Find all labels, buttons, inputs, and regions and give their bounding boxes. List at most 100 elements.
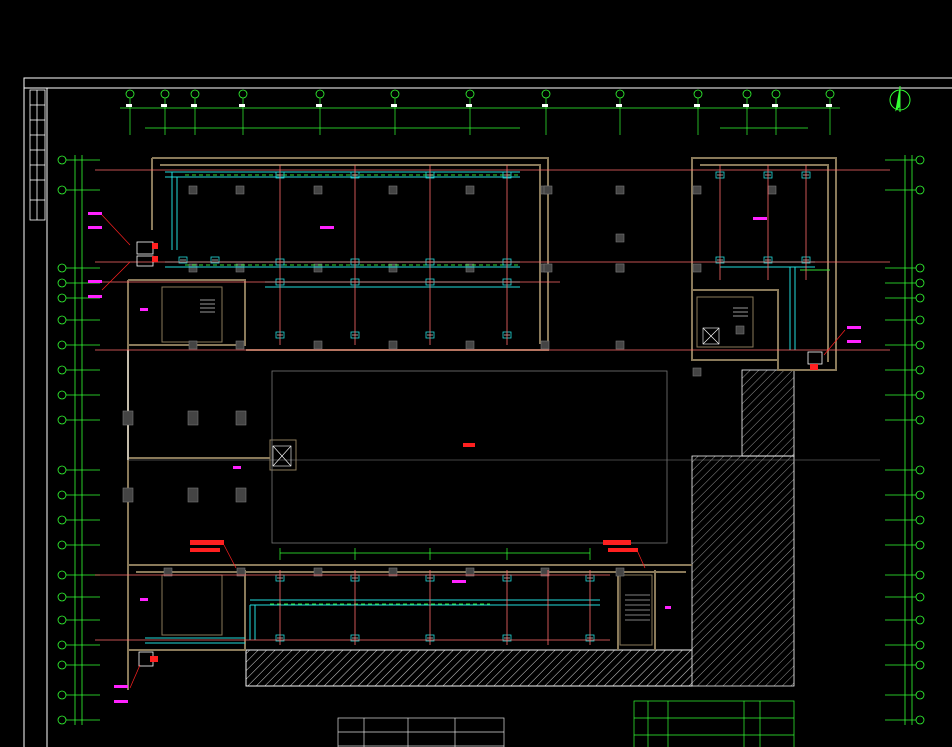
structural-columns <box>122 185 777 577</box>
grid-bubble-right <box>915 315 925 325</box>
grid-bubble-top <box>315 89 325 99</box>
dim-text-top <box>772 104 778 107</box>
column <box>465 263 475 273</box>
stair-icon <box>200 299 748 621</box>
column <box>388 185 398 195</box>
grid-bubble-left <box>57 640 67 650</box>
grid-bubble-right <box>915 263 925 273</box>
column <box>540 340 550 350</box>
grid-bubbles <box>57 89 925 725</box>
column <box>313 340 323 350</box>
grid-bubble-right <box>915 390 925 400</box>
grid-bubble-right <box>915 540 925 550</box>
pink-lines <box>95 165 890 645</box>
grid-bubble-right <box>915 185 925 195</box>
column <box>735 325 745 335</box>
grid-bubble-left <box>57 515 67 525</box>
grid-bubble-left <box>57 365 67 375</box>
grid-bubble-left <box>57 570 67 580</box>
grid-bubble-left <box>57 540 67 550</box>
column <box>236 567 246 577</box>
grid-bubble-left <box>57 690 67 700</box>
grid-bubble-left <box>57 293 67 303</box>
dim-text-top <box>542 104 548 107</box>
grid-bubble-top <box>825 89 835 99</box>
grid-bubble-left <box>57 155 67 165</box>
dim-text-top <box>826 104 832 107</box>
grid-bubble-left <box>57 185 67 195</box>
dim-text-top <box>316 104 322 107</box>
building-walls <box>127 157 837 690</box>
grid-bubble-top <box>390 89 400 99</box>
grid-bubble-top <box>190 89 200 99</box>
grid-bubble-top <box>238 89 248 99</box>
column <box>465 185 475 195</box>
column <box>122 487 134 503</box>
column <box>313 567 323 577</box>
grid-bubble-right <box>915 690 925 700</box>
column <box>692 263 702 273</box>
grid-bubble-right <box>915 340 925 350</box>
open-area <box>271 370 668 544</box>
column <box>615 233 625 243</box>
dimension-lines <box>66 98 916 725</box>
north-arrow-icon <box>889 86 911 112</box>
grid-bubble-right <box>915 155 925 165</box>
column <box>313 185 323 195</box>
column <box>187 410 199 426</box>
grid-bubble-left <box>57 490 67 500</box>
dim-text-top <box>239 104 245 107</box>
magenta-tags <box>88 212 861 703</box>
column <box>615 185 625 195</box>
column <box>235 340 245 350</box>
grid-bubble-right <box>915 365 925 375</box>
column <box>465 340 475 350</box>
dim-text-top <box>391 104 397 107</box>
grid-bubble-left <box>57 315 67 325</box>
dim-text-top <box>126 104 132 107</box>
column <box>187 487 199 503</box>
grid-bubble-top <box>160 89 170 99</box>
grid-bubble-left <box>57 660 67 670</box>
column <box>235 410 247 426</box>
grid-bubble-left <box>57 465 67 475</box>
column <box>188 185 198 195</box>
grid-bubble-top <box>465 89 475 99</box>
column <box>615 567 625 577</box>
column <box>188 340 198 350</box>
grid-bubble-left <box>57 415 67 425</box>
grid-bubble-top <box>771 89 781 99</box>
dim-text-top <box>466 104 472 107</box>
column <box>188 263 198 273</box>
red-markers <box>150 243 818 662</box>
grid-bubble-left <box>57 592 67 602</box>
leader-lines <box>101 214 846 689</box>
grid-bubble-right <box>915 660 925 670</box>
dim-text-top <box>161 104 167 107</box>
grid-bubble-right <box>915 515 925 525</box>
grid-bubble-left <box>57 263 67 273</box>
grid-bubble-top <box>541 89 551 99</box>
column <box>122 410 134 426</box>
column <box>388 263 398 273</box>
column <box>388 340 398 350</box>
dim-text-top <box>616 104 622 107</box>
grid-bubble-right <box>915 293 925 303</box>
grid-bubble-top <box>693 89 703 99</box>
grid-bubble-left <box>57 615 67 625</box>
hatched-zones <box>245 369 795 687</box>
air-terminal <box>210 256 220 264</box>
duct-runs-green <box>185 174 830 605</box>
grid-bubble-left <box>57 278 67 288</box>
grid-bubble-left <box>57 340 67 350</box>
grid-bubble-right <box>915 615 925 625</box>
grid-bubble-right <box>915 570 925 580</box>
column <box>615 340 625 350</box>
title-strip <box>29 89 46 221</box>
column <box>163 567 173 577</box>
grid-bubble-right <box>915 640 925 650</box>
column <box>235 263 245 273</box>
column <box>313 263 323 273</box>
